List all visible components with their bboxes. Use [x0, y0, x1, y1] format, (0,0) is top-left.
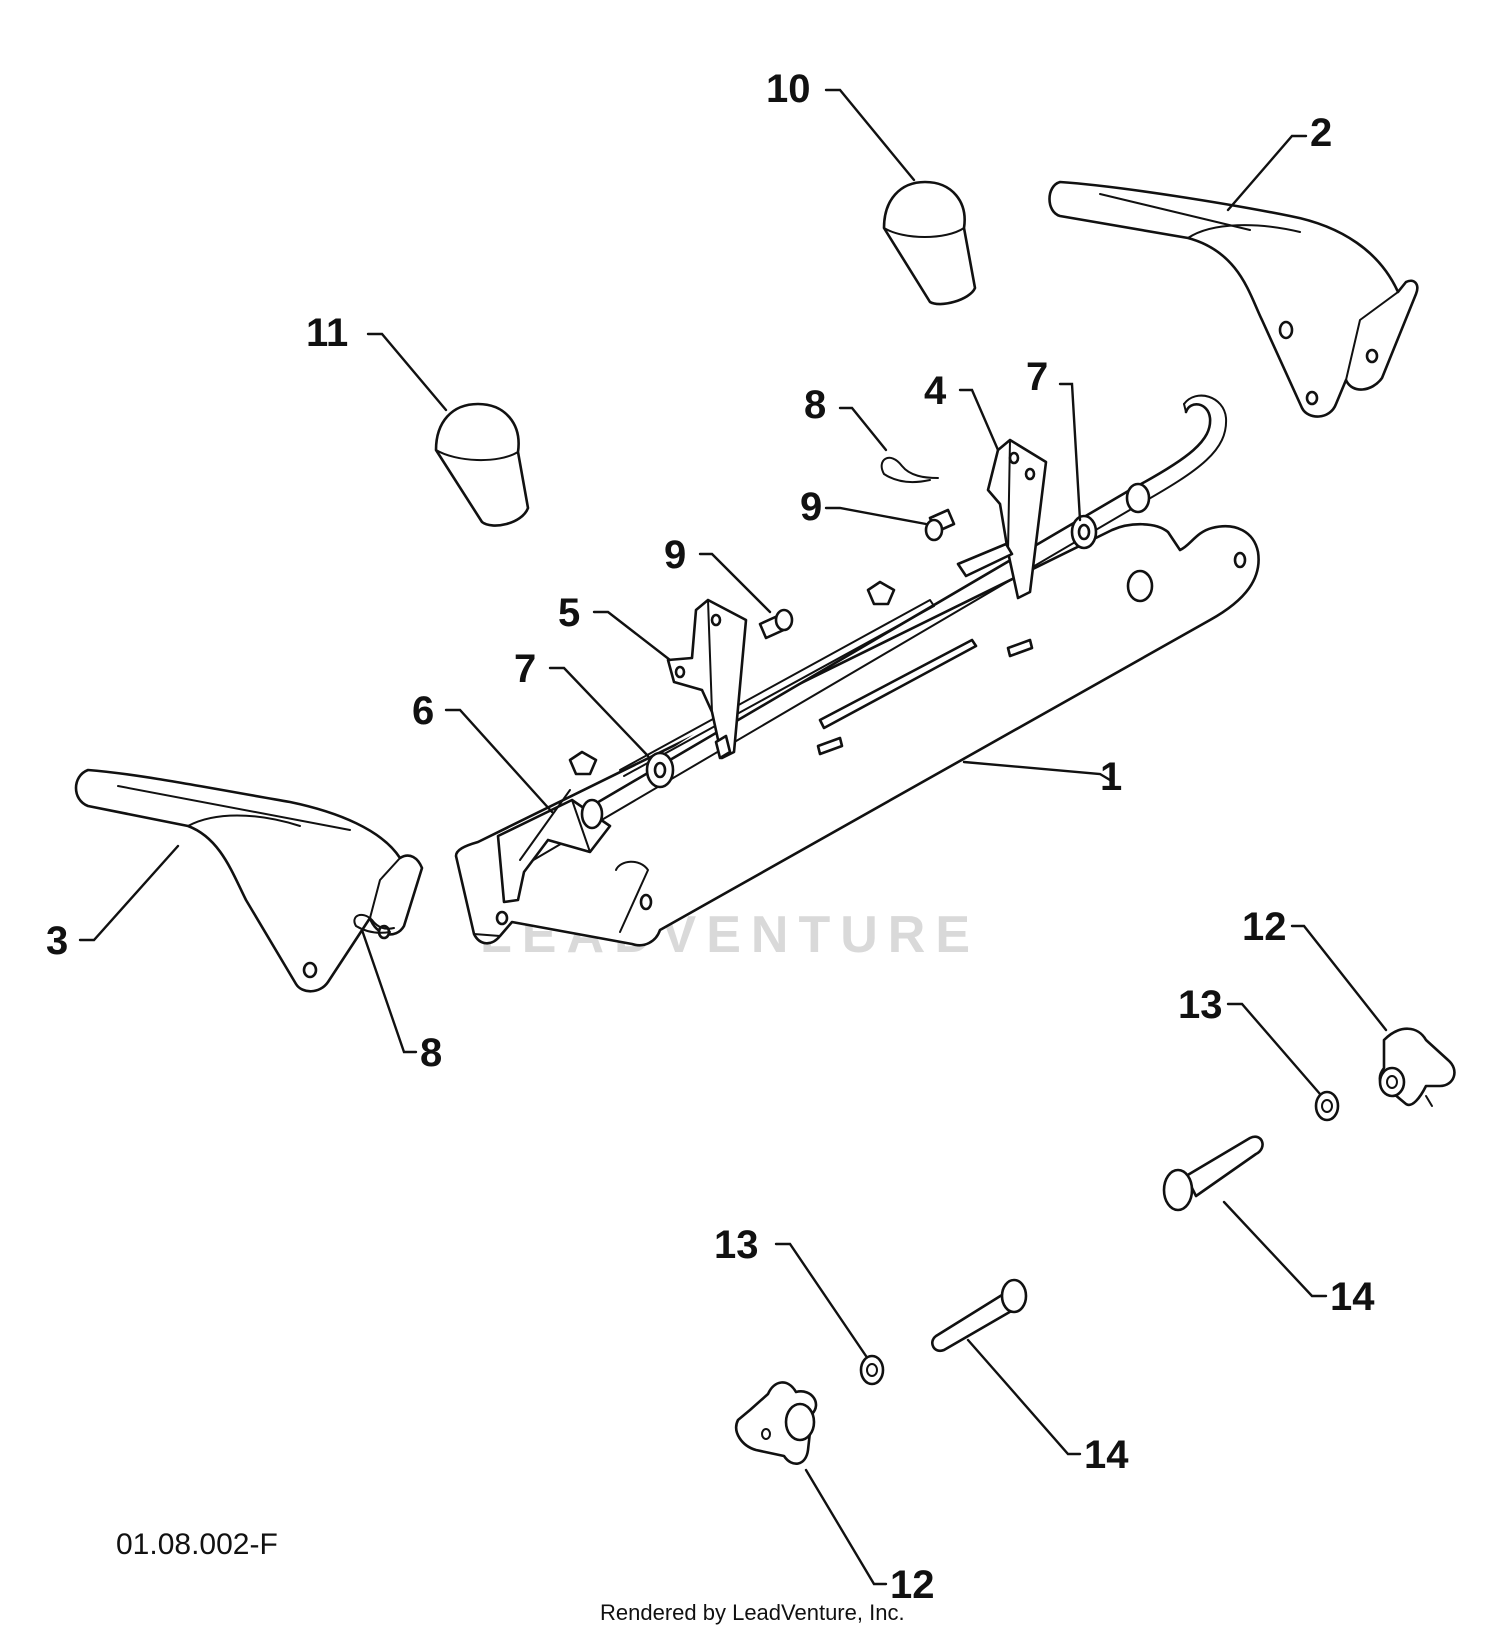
callout-10: 10 — [766, 67, 811, 111]
callout-1: 1 — [1100, 755, 1122, 799]
bracket-part-4[interactable] — [956, 438, 1048, 600]
bolt-part-9-upper[interactable] — [924, 508, 956, 542]
nut-part-13-lower[interactable] — [859, 1354, 885, 1386]
callout-4: 4 — [924, 369, 947, 413]
knob-part-10[interactable] — [882, 180, 977, 306]
callout-7-right: 7 — [1026, 355, 1048, 399]
leader-lines — [78, 88, 1388, 1586]
callout-6: 6 — [412, 689, 434, 733]
callout-7-left: 7 — [514, 647, 536, 691]
callout-13-upper: 13 — [1178, 983, 1223, 1027]
callout-9-lower: 9 — [664, 533, 686, 577]
callout-12-lower: 12 — [890, 1563, 935, 1607]
pin-part-14-upper[interactable] — [1162, 1135, 1264, 1212]
lever-part-2[interactable] — [1048, 180, 1419, 418]
pin-part-14-lower[interactable] — [931, 1278, 1028, 1353]
reference-code: 01.08.002-F — [116, 1528, 278, 1561]
callout-5: 5 — [558, 591, 580, 635]
knob-part-11[interactable] — [434, 402, 530, 527]
bracket-part-1[interactable] — [454, 522, 1260, 947]
lever-part-3[interactable] — [74, 768, 424, 993]
callout-13-lower: 13 — [714, 1223, 759, 1267]
star-knob-part-12-upper[interactable] — [1378, 1027, 1456, 1107]
callout-9-upper: 9 — [800, 485, 822, 529]
hairpin-clip-part-8-lower[interactable] — [353, 913, 395, 934]
bracket-part-5[interactable] — [568, 580, 896, 776]
callout-2: 2 — [1310, 111, 1332, 155]
bracket-part-6[interactable] — [496, 789, 612, 904]
callout-11: 11 — [306, 311, 348, 355]
star-knob-part-12-lower[interactable] — [735, 1381, 818, 1465]
callout-8-lower: 8 — [420, 1031, 442, 1075]
bushing-part-7-right[interactable] — [1070, 482, 1151, 550]
render-credit: Rendered by LeadVenture, Inc. — [600, 1600, 905, 1625]
bolt-part-9-lower[interactable] — [758, 608, 794, 640]
nut-part-13-upper[interactable] — [1314, 1090, 1340, 1122]
hairpin-clip-part-8-top[interactable] — [880, 456, 939, 483]
callout-8-top: 8 — [804, 383, 826, 427]
callout-3: 3 — [46, 919, 68, 963]
callout-14-upper: 14 — [1330, 1275, 1375, 1319]
callout-12-upper: 12 — [1242, 905, 1287, 949]
bushing-part-7-left[interactable] — [645, 734, 732, 789]
callout-14-lower: 14 — [1084, 1433, 1129, 1477]
